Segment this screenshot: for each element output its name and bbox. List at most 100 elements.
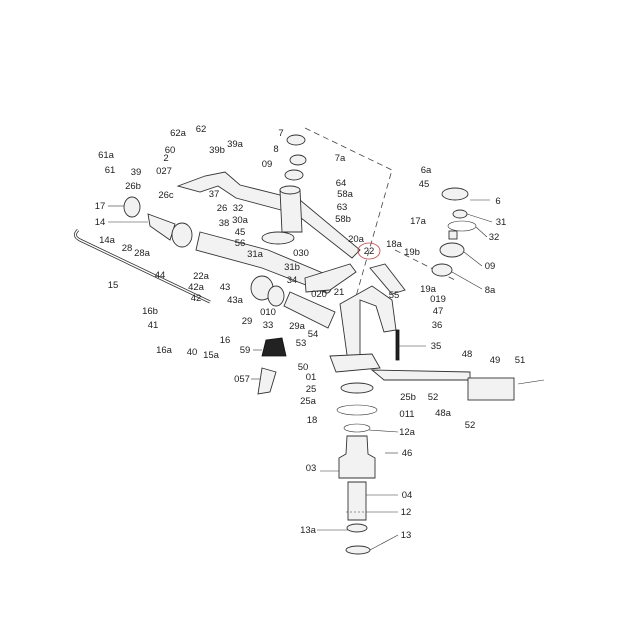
- callout: 52: [465, 420, 476, 431]
- assembly-guide-line: [304, 127, 393, 301]
- bearing-03: [338, 435, 376, 479]
- callout-labels: 62a 62 61a 61 60 39b 39a 2 027 39 26b 26…: [95, 124, 526, 541]
- callout: 62a: [170, 128, 187, 139]
- callout: 13a: [300, 525, 317, 536]
- callout: 2: [163, 153, 168, 164]
- riser-top: [279, 185, 301, 195]
- callout: 28: [122, 243, 133, 254]
- callout: 58b: [335, 214, 351, 225]
- tube-04: [347, 481, 367, 521]
- callout: 18: [307, 415, 318, 426]
- callout: 31: [496, 217, 507, 228]
- cap-7: [286, 134, 306, 146]
- base-01: [329, 353, 381, 373]
- spring-18: [336, 404, 378, 416]
- callout: 46: [402, 448, 413, 459]
- callout: 39a: [227, 139, 244, 150]
- callout: 37: [209, 189, 220, 200]
- callout: 56: [235, 238, 246, 249]
- callout: 16b: [142, 306, 158, 317]
- callout: 09: [262, 159, 273, 170]
- vane-19a: [369, 263, 406, 295]
- callout: 47: [433, 306, 444, 317]
- callout: 43a: [227, 295, 244, 306]
- callout: 41: [148, 320, 159, 331]
- highlight-circle-22: [357, 242, 381, 260]
- callout: 12: [401, 507, 412, 518]
- callout: 26b: [125, 181, 141, 192]
- counterweight-49: [467, 377, 515, 401]
- callout: 8: [273, 144, 278, 155]
- callout: 29a: [289, 321, 306, 332]
- callout: 33: [263, 320, 274, 331]
- callout: 09: [485, 261, 496, 272]
- callout: 48a: [435, 408, 452, 419]
- flange-32: [261, 231, 295, 245]
- riser-030: [279, 189, 303, 233]
- arm-2: [176, 171, 361, 259]
- callout: 51: [515, 355, 526, 366]
- callout: 12a: [399, 427, 416, 438]
- oring-32: [447, 220, 477, 232]
- callout: 019: [430, 294, 446, 305]
- washer-13: [345, 545, 371, 555]
- callout: 17: [95, 201, 106, 212]
- bushing-17a: [448, 230, 458, 240]
- callout: 13: [401, 530, 412, 541]
- callout: 45: [235, 227, 246, 238]
- callout: 42: [191, 293, 202, 304]
- callout: 25: [306, 384, 317, 395]
- callout: 6a: [421, 165, 432, 176]
- callout: 027: [156, 166, 172, 177]
- callout: 7: [278, 128, 283, 139]
- callout: 7a: [335, 153, 346, 164]
- callout: 49: [490, 355, 501, 366]
- callout: 61a: [98, 150, 115, 161]
- spring-8: [289, 154, 307, 166]
- ring-28: [171, 222, 193, 248]
- callout: 42a: [188, 282, 205, 293]
- callout: 39: [131, 167, 142, 178]
- clamp-011: [340, 382, 374, 394]
- nut-09: [439, 242, 465, 258]
- callout: 32: [489, 232, 500, 243]
- callout: 04: [402, 490, 413, 501]
- oring-12a: [343, 423, 371, 433]
- callout: 011: [399, 409, 414, 420]
- callout: 29: [242, 316, 253, 327]
- callout: 19b: [404, 247, 420, 258]
- callout: 32: [233, 203, 244, 214]
- elbow-outlet: [267, 285, 285, 307]
- pin-35: [395, 329, 400, 361]
- weight-59: [261, 337, 287, 357]
- callout: 17a: [410, 216, 427, 227]
- barrel-tube: [195, 231, 331, 293]
- callout: 14: [95, 217, 106, 228]
- callout: 25b: [400, 392, 416, 403]
- callout: 44: [155, 270, 166, 281]
- callout: 6: [495, 196, 500, 207]
- callout: 55: [389, 290, 400, 301]
- callout: 19a: [420, 284, 437, 295]
- callout: 15: [108, 280, 119, 291]
- callout: 18a: [386, 239, 403, 250]
- callout: 36: [432, 320, 443, 331]
- body-019: [339, 285, 397, 363]
- callout: 010: [260, 307, 276, 318]
- callout: 01: [306, 372, 317, 383]
- callout: 34: [287, 275, 298, 286]
- callout: 53: [296, 338, 307, 349]
- callout: 54: [308, 329, 319, 340]
- swing-arm-020: [304, 263, 357, 293]
- callout: 15a: [203, 350, 220, 361]
- callout: 50: [298, 362, 309, 373]
- callout: 16a: [156, 345, 173, 356]
- callout: 25a: [300, 396, 317, 407]
- cover-6: [441, 187, 469, 201]
- callout: 22a: [193, 271, 210, 282]
- callout: 057: [234, 374, 250, 385]
- callout: 03: [306, 463, 317, 474]
- arm-48: [370, 369, 471, 381]
